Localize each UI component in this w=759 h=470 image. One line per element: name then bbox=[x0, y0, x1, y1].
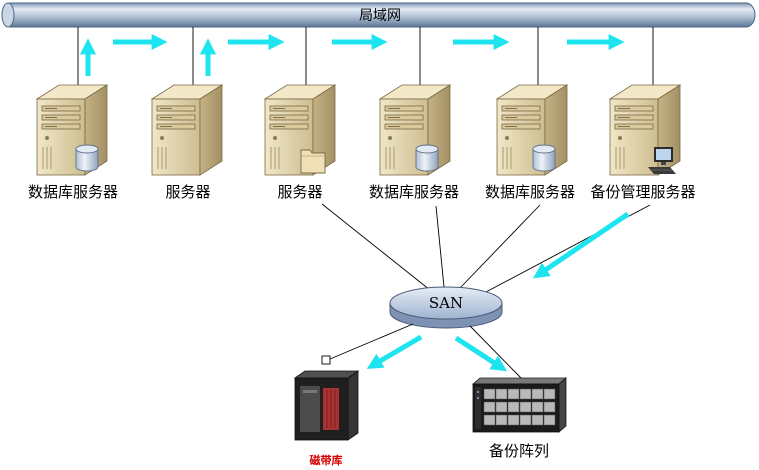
server-6-label: 备份管理服务器 bbox=[590, 183, 695, 201]
server-5 bbox=[496, 84, 568, 176]
server-4-label: 数据库服务器 bbox=[369, 183, 459, 201]
san-links bbox=[321, 203, 651, 293]
san-top bbox=[389, 286, 503, 320]
server-tower bbox=[151, 84, 223, 176]
disk-array bbox=[471, 377, 568, 433]
san-link bbox=[321, 203, 431, 291]
tape-library-label: 磁带库 bbox=[310, 453, 343, 467]
disk-array-label: 备份阵列 bbox=[489, 442, 549, 460]
backup-flow-arrow bbox=[533, 211, 630, 279]
lan-drops bbox=[77, 27, 654, 86]
server-tower bbox=[379, 84, 451, 176]
server-1-label: 数据库服务器 bbox=[28, 183, 118, 201]
database-icon bbox=[75, 144, 99, 172]
server-5-label: 数据库服务器 bbox=[485, 183, 575, 201]
flow-arrow-to-array bbox=[454, 335, 508, 372]
lan-flow-arrows bbox=[79, 33, 625, 76]
san-link bbox=[435, 205, 445, 288]
lan-pipe-end bbox=[1, 2, 15, 28]
tape-connector bbox=[321, 355, 331, 365]
tape-library bbox=[293, 370, 360, 441]
array-link bbox=[469, 325, 523, 380]
server-3-label: 服务器 bbox=[277, 183, 322, 201]
server-4 bbox=[379, 84, 451, 176]
flow-arrow-to-tape bbox=[366, 334, 423, 369]
workstation-icon bbox=[648, 147, 676, 174]
database-icon bbox=[415, 144, 439, 172]
server-3 bbox=[264, 84, 336, 176]
tape-link bbox=[329, 323, 414, 360]
san-label: SAN bbox=[429, 294, 463, 312]
folder-icon bbox=[300, 149, 326, 174]
database-icon bbox=[532, 144, 556, 172]
server-6 bbox=[609, 84, 681, 176]
server-1 bbox=[36, 84, 108, 176]
lan-backbone: 局域网 bbox=[1, 2, 756, 28]
server-2-label: 服务器 bbox=[165, 183, 210, 201]
drive-bays bbox=[483, 388, 556, 426]
san-link bbox=[459, 204, 541, 289]
lan-label: 局域网 bbox=[359, 8, 401, 24]
server-2 bbox=[151, 84, 223, 176]
san-node: SAN bbox=[389, 286, 503, 329]
server-tower bbox=[496, 84, 568, 176]
